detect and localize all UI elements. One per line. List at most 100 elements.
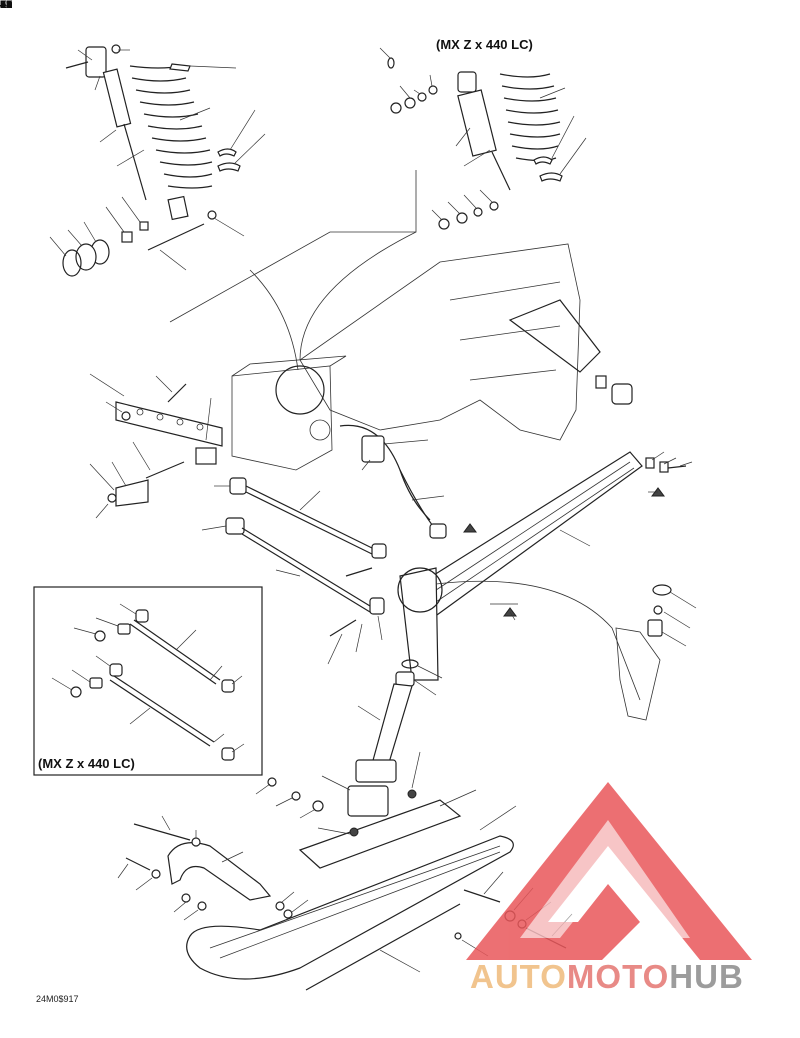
nut-11 [454, 932, 462, 940]
callout-68: 68 [0, 0, 13, 11]
callout-78: 78 [0, 0, 13, 11]
callout-64: 64 [0, 0, 13, 11]
callout-18b: 18 [0, 0, 13, 11]
watermark-logo [466, 782, 752, 960]
bar-13 [463, 889, 501, 903]
callout-15a: 15 [0, 0, 13, 11]
callout-62b: 62 [0, 0, 13, 11]
callout-7b: 7 [0, 0, 7, 11]
callout-15b: 15 [0, 0, 13, 11]
callout-49: 49 [0, 0, 13, 11]
callout-48a: 48 [0, 0, 13, 11]
inset-box [33, 586, 263, 776]
callout-7c: 7 [0, 0, 7, 11]
callout-8: 8 [0, 0, 7, 11]
rod-61 [241, 527, 371, 607]
washer-9d [181, 893, 191, 903]
a-arm-right [508, 299, 601, 373]
callout-10a: 10 [0, 0, 13, 11]
shock-rod [123, 123, 147, 201]
shock-top-eye-73 [457, 71, 477, 93]
bolt-44c [345, 567, 373, 577]
bushing-18 [647, 619, 663, 637]
callout-45b: 45 [0, 0, 13, 11]
shock-rod-32 [491, 151, 511, 191]
washer-75-top [428, 85, 438, 95]
callout-45d: 45 [0, 0, 13, 11]
bolt-27 [667, 465, 687, 469]
callout-23: 23 [0, 0, 13, 11]
nut-3a [312, 800, 324, 812]
callout-44c: 44 [0, 0, 13, 11]
bracket-2 [298, 799, 462, 869]
nut-6b [349, 827, 359, 837]
callout-30: 30 [0, 0, 13, 11]
callout-28: 28 [0, 0, 13, 11]
cup-77b [539, 172, 563, 182]
bushing-18b [395, 671, 415, 687]
callout-29: 29 [0, 0, 13, 11]
callout-33: 33 [0, 0, 13, 11]
ski-body-1 [186, 835, 514, 980]
shock-body-32 [457, 89, 497, 157]
callout-58: 58 [0, 0, 13, 11]
callout-9c: 9 [0, 0, 7, 11]
nut-78 [390, 102, 402, 114]
callout-44d: 44 [0, 0, 13, 11]
washer-15a [291, 791, 301, 801]
callout-43a: 43 [0, 0, 13, 11]
cap-71a [463, 523, 477, 533]
callout-71b: 71 [0, 0, 13, 11]
callout-38: 38 [0, 0, 13, 11]
callout-18a: 18 [0, 0, 13, 11]
callout-44a: 44 [0, 0, 13, 11]
callout-77b: 77 [0, 0, 13, 11]
callout-5: 5 [0, 0, 7, 11]
callout-39: 39 [0, 0, 13, 11]
callout-20: 20 [0, 0, 13, 11]
callout-41a: 41 [0, 0, 13, 11]
callout-76b: 76 [0, 0, 13, 11]
callout-51: 51 [0, 0, 13, 11]
ski-assembly [117, 751, 573, 991]
callout-50b: 50 [0, 0, 13, 11]
callout-10b: 10 [0, 0, 13, 11]
spindle-housing [399, 567, 439, 681]
callout-43b: 43 [0, 0, 13, 11]
rod-58 [109, 679, 211, 747]
callout-70: 70 [0, 0, 13, 11]
callout-2: 2 [0, 0, 7, 11]
callout-72: 72 [0, 0, 13, 11]
callout-52: 52 [0, 0, 13, 11]
callout-24: 24 [0, 0, 13, 11]
bushing-38 [121, 231, 133, 243]
inset-frame [33, 586, 263, 776]
nut-10a [283, 909, 293, 919]
logo-inner-cut [520, 820, 690, 938]
ring-42 [387, 57, 395, 69]
callout-76a: 76 [0, 0, 13, 11]
callout-54a: 54 [0, 0, 13, 11]
end-56 [221, 747, 235, 761]
callout-7a: 7 [0, 0, 7, 11]
callout-22: 22 [0, 0, 13, 11]
callout-47a: 47 [0, 0, 13, 11]
end-54b [221, 679, 235, 693]
callout-37: 37 [0, 0, 13, 11]
ski-leg-assembly [397, 451, 693, 701]
callout-36: 36 [0, 0, 13, 11]
end-60 [89, 677, 103, 689]
callout-73: 73 [0, 0, 13, 11]
callout-17: 17 [0, 0, 13, 11]
end-50a [135, 609, 149, 623]
left-shock-group [49, 44, 266, 277]
nut-45-bracket [121, 411, 131, 421]
callout-55b: 55 [0, 0, 13, 11]
nut-41-low [456, 212, 468, 224]
bolt-44-top [65, 61, 89, 69]
callout-54b: 54 [0, 0, 13, 11]
nut-45-lower [207, 210, 217, 220]
end-51 [117, 623, 131, 635]
ring-21 [653, 605, 663, 615]
